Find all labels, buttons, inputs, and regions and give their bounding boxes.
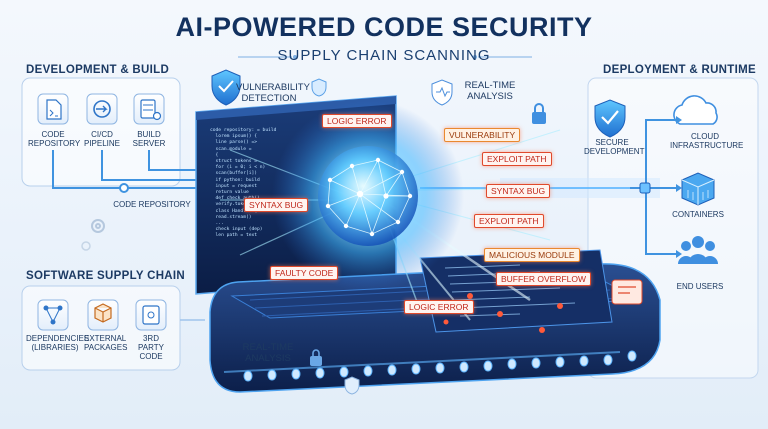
label-end-users: END USERS [676,282,724,291]
dependencies-card [37,299,69,331]
tag-vulnerability: VULNERABILITY [444,128,521,142]
realtime-analysis-icon [431,79,453,106]
third-party-code-card [135,299,167,331]
alert-markers [443,293,563,333]
lock-icon [532,103,546,124]
label-dependencies: DEPENDENCIES (LIBRARIES) [26,334,90,352]
label-cloud-infrastructure: CLOUD INFRASTRUCTURE [670,132,744,150]
tag-logic-error-top: LOGIC ERROR [322,114,392,128]
section-title-dev-build: DEVELOPMENT & BUILD [26,64,170,76]
label-containers: CONTAINERS [672,210,724,219]
lock-icon-bottom [310,349,322,366]
page-subtitle: SUPPLY CHAIN SCANNING [277,47,491,64]
tag-syntax-bug-right: SYNTAX BUG [486,184,551,198]
label-vulnerability-detection: VULNERABILITY DETECTION [236,82,310,104]
build-server-card [133,93,165,125]
gear-icon-small [81,241,91,251]
code-repository-card [37,93,69,125]
container-icon [681,172,715,206]
label-realtime-analysis-top: REAL-TIME ANALYSIS [464,80,516,102]
tag-exploit-path-2: EXPLOIT PATH [474,214,544,228]
label-code-repository-link: CODE REPOSITORY [113,200,191,209]
belt-rollers [243,350,637,382]
page-title: AI-POWERED CODE SECURITY [175,12,593,42]
connector-arrows [676,116,682,258]
vulnerability-shield-icon [211,69,241,106]
ci-cd-pipeline-card [86,93,118,125]
shield-icon-bottom [344,376,360,395]
label-ci-cd-pipeline: CI/CD PIPELINE [83,130,120,148]
code-snippet: code repository: = build lorem ipsum() {… [210,128,277,239]
connector-node [119,183,129,193]
tag-logic-error-bottom: LOGIC ERROR [404,300,474,314]
subtitle-rule [238,55,532,59]
section-title-deployment: DEPLOYMENT & RUNTIME [603,64,756,76]
label-secure-development: SECURE DEVELOPMENT [584,138,645,156]
cloud-icon [673,95,718,125]
label-third-party-code: 3RD PARTY CODE [138,334,164,361]
shield-icon-small [311,78,327,97]
tag-malicious-module: MALICIOUS MODULE [484,248,580,262]
secure-development-shield-icon [594,99,626,138]
tag-buffer-overflow: BUFFER OVERFLOW [496,272,592,286]
ai-brain [318,146,418,246]
users-icon [678,236,718,264]
label-build-server: BUILD SERVER [132,130,166,148]
tag-exploit-path-1: EXPLOIT PATH [482,152,552,166]
connector-hub [639,182,651,194]
section-title-supply-chain: SOFTWARE SUPPLY CHAIN [26,270,186,282]
gear-icon [91,219,105,233]
deployment-connectors [630,119,676,255]
label-code-repository: CODE REPOSITORY [28,130,81,148]
code-sheet-lines [444,264,576,317]
tag-faulty-code: FAULTY CODE [270,266,339,280]
external-packages-card [87,299,119,331]
tag-syntax-bug-left: SYNTAX BUG [244,198,309,212]
label-external-packages: EXTERNAL PACKAGES [84,334,128,352]
label-realtime-analysis-bottom: REAL-TIME ANALYSIS [242,342,294,364]
dev-build-connectors [52,150,203,189]
alert-card-icon [611,279,643,305]
